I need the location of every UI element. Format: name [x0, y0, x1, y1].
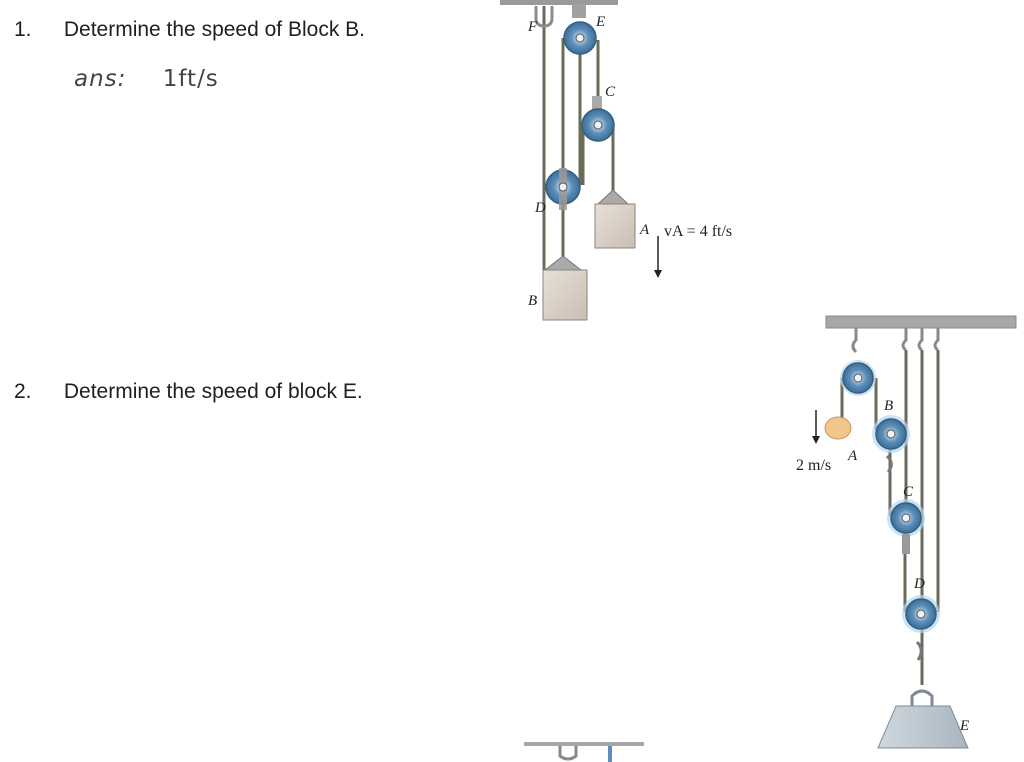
question-1: 1. Determine the speed of Block B.: [14, 18, 365, 42]
label-D: D: [913, 576, 925, 592]
label-C: C: [903, 484, 914, 500]
pulley-figure-1: F E C D A B vA = 4 ft/s: [500, 0, 732, 321]
ceiling: [825, 315, 1017, 329]
label-B: B: [884, 398, 893, 414]
label-A: A: [639, 222, 650, 238]
block-B: [542, 269, 588, 321]
question-text: Determine the speed of Block B.: [63, 18, 366, 41]
weight-E: [877, 705, 969, 749]
answer-value: 1ft/s: [162, 66, 219, 92]
label-F: F: [527, 19, 538, 35]
velocity-label: vA = 4 ft/s: [664, 223, 732, 240]
label-D: D: [534, 200, 546, 216]
question-text: Determine the speed of block E.: [63, 380, 363, 403]
question-number: 1.: [14, 18, 32, 41]
handwritten-answer: ans: 1ft/s: [74, 66, 219, 92]
label-A: A: [847, 448, 858, 464]
question-number: 2.: [14, 380, 32, 403]
label-E: E: [959, 718, 969, 734]
ceiling-hook-icon: [933, 328, 940, 352]
question-2: 2. Determine the speed of block E.: [14, 380, 363, 404]
ceiling-hook-icon: [851, 328, 858, 354]
pulley-figure-2: A B C D E 2 m/s: [796, 315, 1017, 749]
ceiling-support: [500, 0, 618, 5]
ceiling-hook-icon: [901, 328, 908, 352]
ceiling-hook-icon: [534, 6, 554, 28]
pulley-mount: [572, 4, 586, 18]
velocity-label: 2 m/s: [796, 457, 831, 474]
partial-figure-bottom: [524, 742, 644, 762]
label-C: C: [605, 84, 616, 100]
answer-prefix: ans:: [74, 66, 127, 92]
label-B: B: [528, 293, 537, 309]
label-E: E: [595, 14, 605, 30]
ceiling-hook-icon: [558, 746, 578, 761]
block-A: [594, 203, 636, 249]
hand-icon: [824, 416, 852, 440]
ceiling-hook-icon: [917, 328, 924, 352]
